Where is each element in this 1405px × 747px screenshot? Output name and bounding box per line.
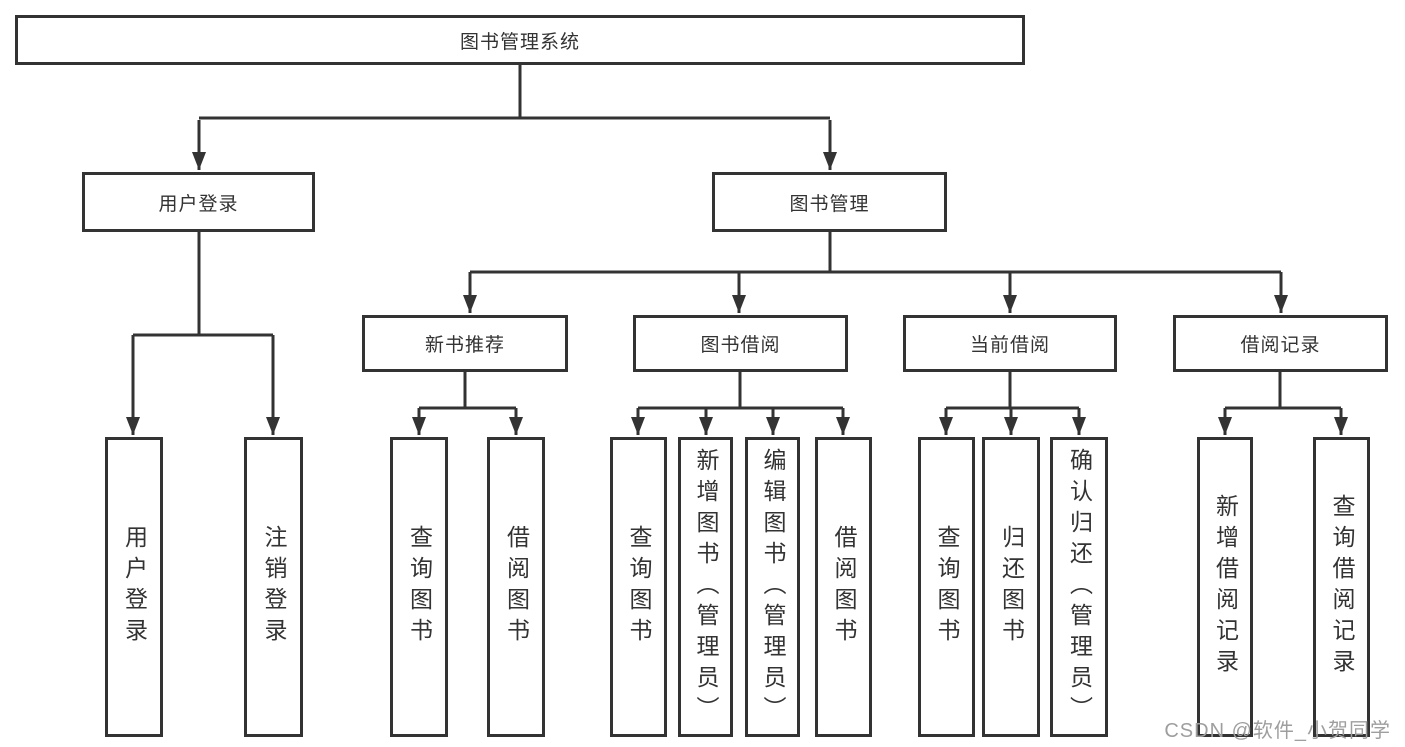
node-label: 图书管理 — [789, 193, 870, 215]
node-query-books-3: 查询图书 — [918, 437, 975, 737]
node-query-borrow-record: 查询借阅记录 — [1313, 437, 1370, 737]
node-logout-leaf: 注销登录 — [244, 437, 303, 737]
node-borrow-books-2: 借阅图书 — [815, 437, 872, 737]
node-query-books-1: 查询图书 — [390, 437, 448, 737]
node-label: 查询借阅记录 — [1329, 494, 1355, 680]
node-label: 借阅图书 — [503, 525, 530, 649]
node-user-login: 用户登录 — [82, 172, 315, 232]
node-return-books: 归还图书 — [982, 437, 1040, 737]
node-edit-books-admin: 编辑图书（管理员） — [745, 437, 800, 737]
node-label: 新书推荐 — [424, 335, 505, 356]
node-label: 查询图书 — [934, 525, 960, 649]
node-book-borrowing: 图书借阅 — [633, 315, 848, 372]
node-book-management: 图书管理 — [712, 172, 947, 232]
node-label: 归还图书 — [998, 525, 1025, 649]
node-query-books-2: 查询图书 — [610, 437, 667, 737]
node-label: 注销登录 — [261, 525, 287, 649]
node-label: 借阅记录 — [1240, 335, 1321, 356]
node-label: 查询图书 — [626, 525, 652, 649]
node-label: 图书借阅 — [700, 335, 781, 356]
node-label: 用户登录 — [158, 193, 239, 215]
node-current-borrowing: 当前借阅 — [903, 315, 1117, 372]
node-label: 图书管理系统 — [459, 31, 580, 53]
node-label: 编辑图书（管理员） — [760, 447, 786, 727]
node-confirm-return-admin: 确认归还（管理员） — [1050, 437, 1108, 737]
node-book-management-system: 图书管理系统 — [15, 15, 1025, 65]
node-label: 查询图书 — [406, 525, 433, 649]
node-label: 借阅图书 — [831, 525, 857, 649]
node-add-borrow-record: 新增借阅记录 — [1197, 437, 1253, 737]
csdn-watermark: CSDN @软件_小贺同学 — [1164, 720, 1391, 742]
node-add-books-admin: 新增图书（管理员） — [678, 437, 733, 737]
node-label: 新增图书（管理员） — [693, 447, 719, 727]
node-borrow-books-1: 借阅图书 — [487, 437, 545, 737]
node-user-login-leaf: 用户登录 — [105, 437, 163, 737]
node-label: 用户登录 — [121, 525, 148, 649]
node-borrowing-records: 借阅记录 — [1173, 315, 1388, 372]
node-label: 新增借阅记录 — [1212, 494, 1239, 680]
node-label: 当前借阅 — [969, 335, 1050, 356]
node-new-book-recommend: 新书推荐 — [362, 315, 568, 372]
node-label: 确认归还（管理员） — [1066, 447, 1093, 727]
